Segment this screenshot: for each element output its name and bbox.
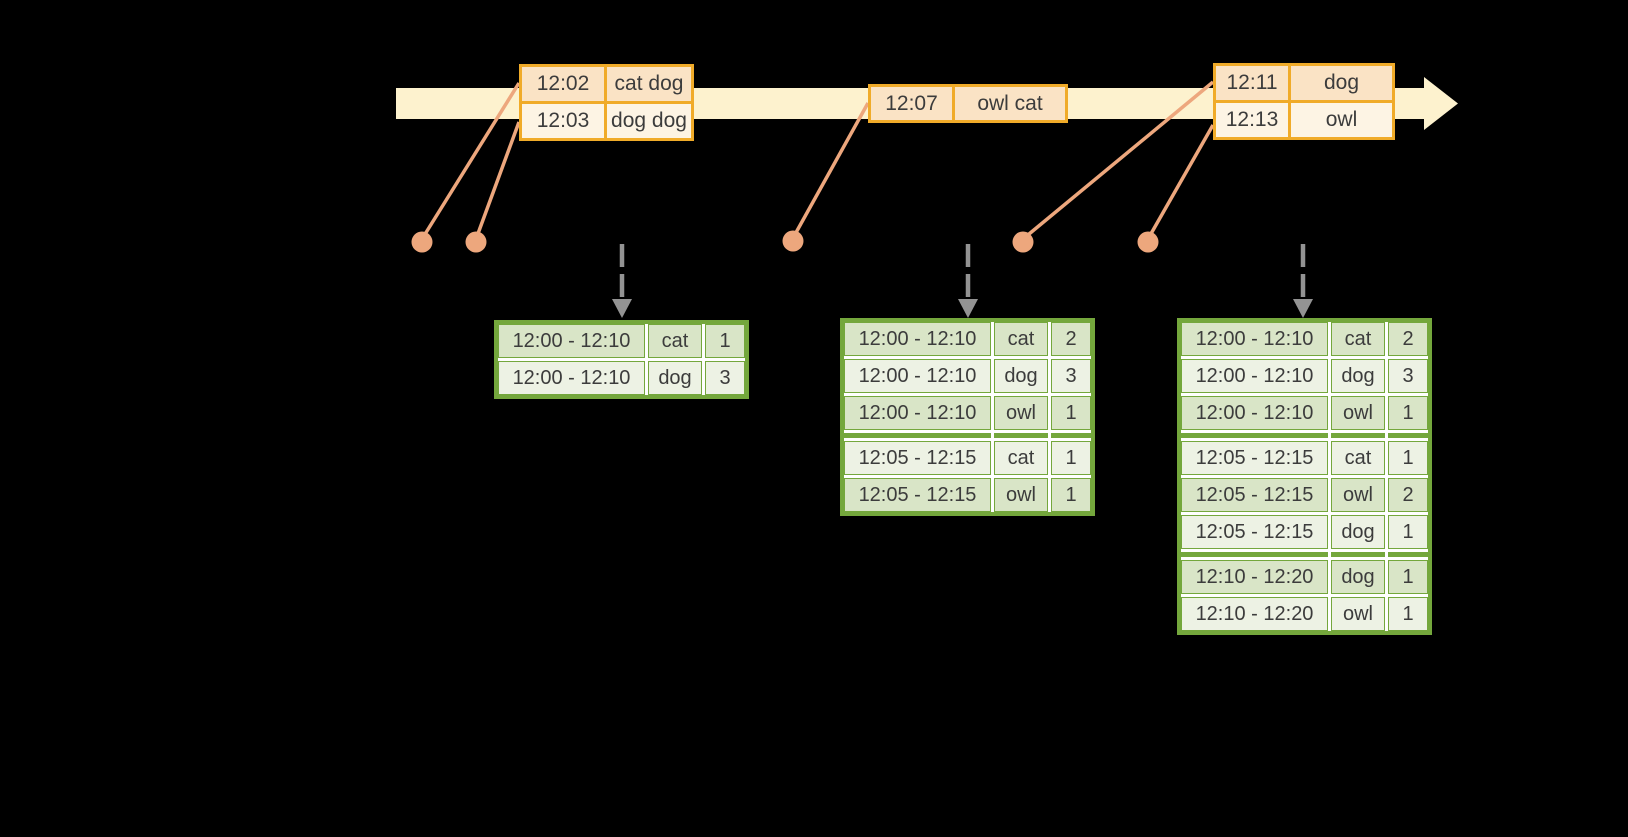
word-cell: cat (994, 441, 1048, 475)
window-cell: 12:05 - 12:15 (1181, 515, 1328, 549)
window-cell: 12:00 - 12:10 (498, 361, 645, 395)
event-connector-line (474, 121, 521, 240)
window-cell: 12:00 - 12:10 (1181, 359, 1328, 393)
word-cell: cat (648, 324, 702, 358)
word-cell: dog (994, 359, 1048, 393)
window-cell: 12:05 - 12:15 (844, 441, 991, 475)
window-cell: 12:00 - 12:10 (498, 324, 645, 358)
window-group-separator (1331, 552, 1385, 557)
count-cell: 1 (705, 324, 745, 358)
event-connector-line (420, 82, 521, 240)
timeline-arrowhead-icon (1424, 77, 1458, 130)
count-cell: 1 (1051, 478, 1091, 512)
event-words-cell: owl (1291, 103, 1392, 137)
word-cell: cat (994, 322, 1048, 356)
event-connector-line (791, 102, 870, 239)
count-cell: 1 (1388, 597, 1428, 631)
event-connector-line (1146, 124, 1215, 240)
window-group-separator (1051, 433, 1091, 438)
window-cell: 12:00 - 12:10 (1181, 322, 1328, 356)
word-cell: owl (1331, 597, 1385, 631)
word-cell: owl (1331, 396, 1385, 430)
event-words-cell: dog dog (607, 104, 691, 138)
word-cell: dog (1331, 560, 1385, 594)
word-cell: cat (1331, 441, 1385, 475)
event-connector-line (1021, 80, 1215, 241)
trigger-arrow-icon (958, 244, 978, 318)
event-time-cell: 12:03 (522, 104, 604, 138)
window-cell: 12:10 - 12:20 (1181, 560, 1328, 594)
window-group-separator (1388, 552, 1428, 557)
window-cell: 12:05 - 12:15 (1181, 478, 1328, 512)
event-dot-icon (411, 231, 433, 253)
count-cell: 1 (1051, 396, 1091, 430)
trigger-arrow-icon (1293, 244, 1313, 318)
event-words-cell: dog (1291, 66, 1392, 100)
window-cell: 12:00 - 12:10 (844, 322, 991, 356)
count-cell: 1 (1388, 515, 1428, 549)
count-cell: 1 (1051, 441, 1091, 475)
window-group-separator (1388, 433, 1428, 438)
window-group-separator (1181, 552, 1328, 557)
result-table-1: 12:00 - 12:10 cat 1 12:00 - 12:10 dog 3 (494, 320, 749, 399)
event-time-cell: 12:11 (1216, 66, 1288, 100)
result-table-2: 12:00 - 12:10 cat 2 12:00 - 12:10 dog 3 … (840, 318, 1095, 516)
event-dot-icon (465, 231, 487, 253)
window-cell: 12:00 - 12:10 (1181, 396, 1328, 430)
window-cell: 12:05 - 12:15 (844, 478, 991, 512)
event-dots (411, 230, 1159, 253)
window-cell: 12:10 - 12:20 (1181, 597, 1328, 631)
count-cell: 2 (1388, 478, 1428, 512)
count-cell: 3 (1388, 359, 1428, 393)
word-cell: cat (1331, 322, 1385, 356)
event-dot-icon (1137, 231, 1159, 253)
event-time-cell: 12:07 (871, 87, 952, 120)
event-connector-lines (420, 80, 1215, 241)
word-cell: dog (1331, 359, 1385, 393)
event-dot-icon (782, 230, 804, 252)
word-cell: dog (1331, 515, 1385, 549)
window-cell: 12:00 - 12:10 (844, 396, 991, 430)
count-cell: 3 (705, 361, 745, 395)
event-table-2: 12:07 owl cat (868, 84, 1068, 123)
event-table-1: 12:02 cat dog 12:03 dog dog (519, 64, 694, 141)
count-cell: 2 (1388, 322, 1428, 356)
trigger-arrows (612, 244, 1313, 318)
window-cell: 12:00 - 12:10 (844, 359, 991, 393)
word-cell: owl (994, 478, 1048, 512)
event-time-cell: 12:13 (1216, 103, 1288, 137)
result-table-3: 12:00 - 12:10 cat 2 12:00 - 12:10 dog 3 … (1177, 318, 1432, 635)
window-group-separator (1331, 433, 1385, 438)
window-cell: 12:05 - 12:15 (1181, 441, 1328, 475)
event-words-cell: owl cat (955, 87, 1065, 120)
count-cell: 3 (1051, 359, 1091, 393)
word-cell: owl (994, 396, 1048, 430)
word-cell: owl (1331, 478, 1385, 512)
window-group-separator (1181, 433, 1328, 438)
event-dot-icon (1012, 231, 1034, 253)
word-cell: dog (648, 361, 702, 395)
trigger-arrow-icon (612, 244, 632, 318)
event-table-3: 12:11 dog 12:13 owl (1213, 63, 1395, 140)
count-cell: 1 (1388, 441, 1428, 475)
count-cell: 1 (1388, 560, 1428, 594)
window-group-separator (844, 433, 991, 438)
count-cell: 2 (1051, 322, 1091, 356)
count-cell: 1 (1388, 396, 1428, 430)
window-group-separator (994, 433, 1048, 438)
event-words-cell: cat dog (607, 67, 691, 101)
event-time-cell: 12:02 (522, 67, 604, 101)
